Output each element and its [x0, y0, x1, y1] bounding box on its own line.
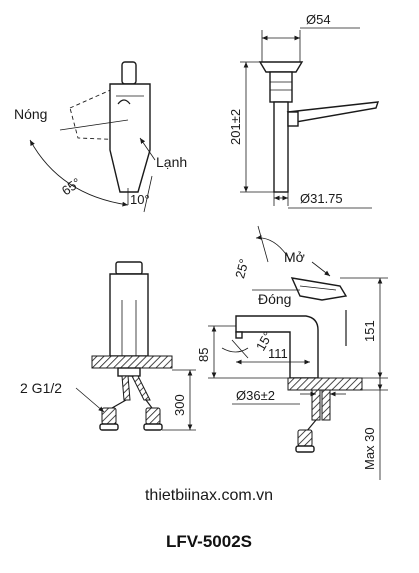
dim-angle-10: 10°	[130, 192, 150, 207]
label-hot: Nóng	[14, 106, 47, 122]
rotation-mark-icon	[117, 99, 131, 105]
front-handle	[115, 261, 143, 275]
label-open: Mở	[284, 249, 305, 265]
dim-d31-75: Ø31.75	[300, 191, 343, 206]
side-dimension-view: 25° Mở Đóng 15° 85 111	[196, 225, 388, 480]
dim-d54: Ø54	[306, 12, 331, 27]
inlet-fitting-left	[101, 407, 117, 425]
side-handle	[290, 277, 348, 301]
dim-h85: 85	[196, 348, 211, 362]
side-rotation-view: 65° 10° Nóng Lạnh	[14, 61, 187, 213]
label-inlet-thread: 2 G1/2	[20, 380, 62, 396]
dim-angle-25: 25°	[232, 257, 252, 280]
website-text: thietbiinax.com.vn	[145, 487, 273, 504]
dim-d36: Ø36±2	[236, 388, 275, 403]
angle-arc-65	[29, 139, 129, 207]
inlet-fitting-right	[145, 407, 161, 425]
faucet-body-side	[109, 83, 151, 193]
label-cold: Lạnh	[156, 154, 187, 170]
dim-h300: 300	[172, 394, 187, 416]
front-view: 2 G1/2 300	[20, 261, 196, 431]
countertop-side	[287, 377, 363, 391]
dim-h151: 151	[362, 320, 377, 342]
front-body	[109, 273, 149, 357]
drain-cap	[258, 61, 304, 73]
label-close: Đóng	[258, 291, 291, 307]
side-inlet-fitting	[297, 429, 313, 447]
drain-view: Ø54 201±2 Ø31.75	[228, 12, 380, 209]
drain-pull-rod	[286, 101, 380, 123]
model-number: LFV-5002S	[166, 532, 252, 551]
handle-lever	[121, 61, 137, 85]
countertop-front	[91, 355, 173, 369]
dim-l111: 111	[268, 346, 288, 361]
dim-max30: Max 30	[362, 427, 377, 470]
dim-h201: 201±2	[228, 109, 243, 145]
drain-neck	[269, 71, 293, 103]
drain-tube	[273, 101, 289, 193]
